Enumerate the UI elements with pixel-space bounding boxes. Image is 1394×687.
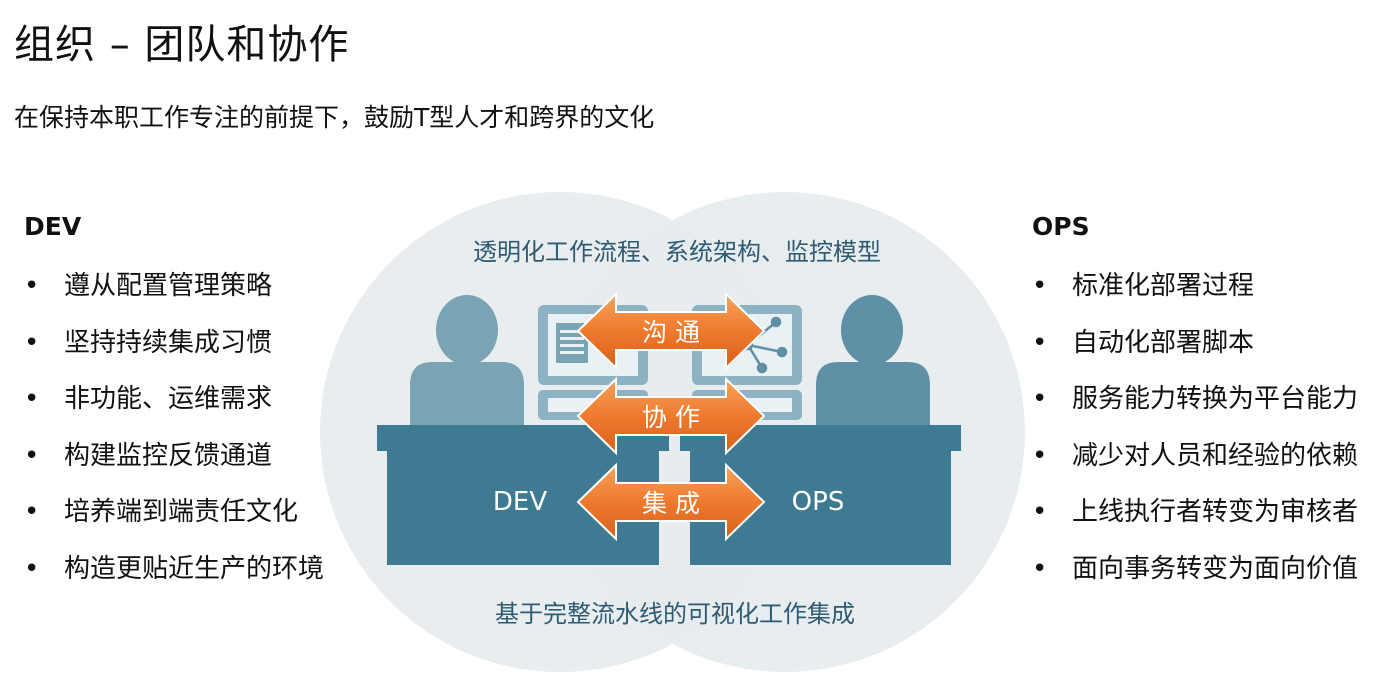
list-item: • 构造更贴近生产的环境 (24, 545, 324, 602)
bullet: • (1032, 440, 1048, 471)
list-item-text: 非功能、运维需求 (64, 384, 273, 414)
arrow-label-integrate: 集 成 (642, 489, 700, 518)
list-item-text: 上线执行者转变为审核者 (1072, 497, 1359, 527)
communication-arrow: 沟 通 (576, 291, 766, 371)
integration-arrow: 集 成 (576, 462, 766, 542)
bullet: • (1032, 327, 1048, 358)
list-item: • 面向事务转变为面向价值 (1032, 545, 1358, 602)
list-item: • 标准化部署过程 (1032, 262, 1358, 319)
list-item: • 自动化部署脚本 (1032, 319, 1358, 376)
list-item-text: 标准化部署过程 (1072, 271, 1255, 301)
diagram-top-text: 透明化工作流程、系统架构、监控模型 (473, 238, 881, 266)
ops-heading: OPS (1032, 212, 1090, 241)
arrow-label-communicate: 沟 通 (642, 318, 700, 347)
list-item-text: 减少对人员和经验的依赖 (1072, 440, 1359, 471)
arrow-label-collaborate: 协 作 (642, 403, 700, 432)
bullet: • (1032, 271, 1048, 301)
list-item: • 构建监控反馈通道 (24, 432, 324, 489)
list-item: • 遵从配置管理策略 (24, 262, 324, 319)
list-item: • 上线执行者转变为审核者 (1032, 488, 1358, 545)
page-subtitle: 在保持本职工作专注的前提下，鼓励T型人才和跨界的文化 (14, 103, 655, 132)
diagram-bottom-text: 基于完整流水线的可视化工作集成 (495, 600, 855, 628)
list-item-text: 遵从配置管理策略 (64, 271, 273, 301)
list-item-text: 培养端到端责任文化 (64, 497, 299, 527)
bullet: • (24, 440, 40, 471)
desk-dev-label: DEV (493, 487, 547, 517)
bullet: • (24, 327, 40, 358)
dev-heading: DEV (24, 212, 82, 241)
ops-list: • 标准化部署过程 • 自动化部署脚本 • 服务能力转换为平台能力 • 减少对人员和经验… (1032, 262, 1358, 601)
page-title: 组织 – 团队和协作 (14, 22, 350, 68)
bullet: • (24, 553, 40, 584)
bullet: • (24, 271, 40, 301)
dev-list: •遵从配置管理策略 •坚持持续集成习惯 •非功能、运维需求 •构建监控反馈通道 … (24, 262, 324, 601)
bullet: • (1032, 553, 1048, 584)
bullet: • (24, 497, 40, 527)
desk-ops-label: OPS (792, 487, 845, 517)
collaboration-arrow: 协 作 (576, 376, 766, 456)
bullet: • (1032, 497, 1048, 527)
list-item: • 服务能力转换为平台能力 (1032, 375, 1358, 432)
list-item-text: 构造更贴近生产的环境 (64, 553, 325, 584)
list-item-text: 坚持持续集成习惯 (64, 327, 273, 358)
list-item-text: 面向事务转变为面向价值 (1072, 553, 1359, 584)
ops-person-icon (816, 295, 930, 430)
bullet: • (24, 384, 40, 414)
list-item: • 减少对人员和经验的依赖 (1032, 432, 1358, 489)
list-item: • 培养端到端责任文化 (24, 488, 324, 545)
list-item-text: 服务能力转换为平台能力 (1072, 384, 1359, 414)
list-item-text: 构建监控反馈通道 (64, 440, 273, 471)
dev-person-icon (410, 295, 524, 430)
list-item: • 坚持持续集成习惯 (24, 319, 324, 376)
list-item: • 非功能、运维需求 (24, 375, 324, 432)
list-item-text: 自动化部署脚本 (1072, 327, 1255, 358)
bullet: • (1032, 384, 1048, 414)
